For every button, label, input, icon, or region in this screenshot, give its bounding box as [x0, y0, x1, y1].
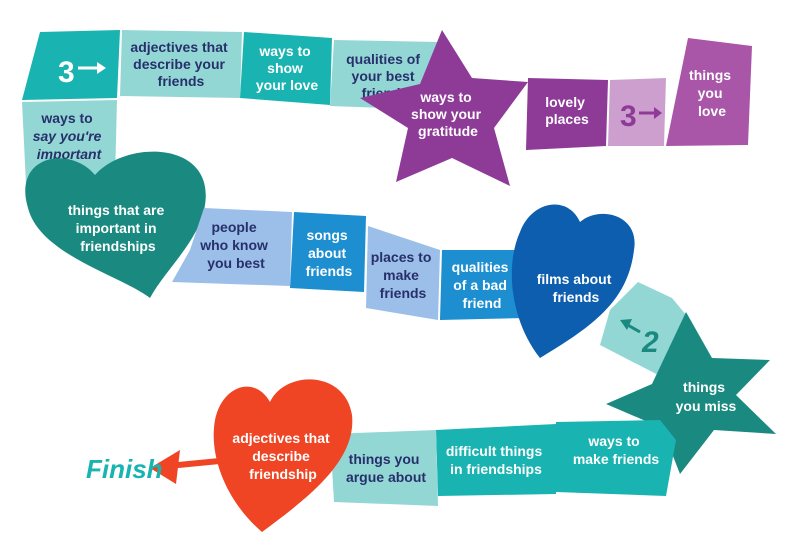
svg-text:3: 3 — [620, 100, 637, 133]
heart-adjectives-friendship[interactable]: adjectives that describe friendship — [213, 379, 353, 532]
heart-important-friendships[interactable]: things that are important in friendships — [25, 151, 206, 298]
square-places-make-friends[interactable]: places to make friends — [366, 226, 440, 320]
svg-text:ways to say you're: ways to say you're important — [33, 110, 106, 162]
square-things-argue[interactable]: things you argue about — [330, 430, 438, 506]
svg-text:ways to show your: ways to show your love — [256, 43, 318, 93]
svg-text:lovely places: lovely places — [545, 94, 589, 127]
svg-text:films about friends: films about friends — [537, 271, 616, 305]
svg-text:3: 3 — [58, 56, 75, 89]
arrow-right-icon — [78, 62, 106, 74]
star-things-miss[interactable]: things you miss — [606, 312, 776, 474]
finish-label: Finish — [86, 454, 163, 484]
svg-text:things you miss: things you miss — [676, 379, 737, 414]
square-lovely-places[interactable]: lovely places — [526, 78, 608, 150]
svg-text:things you love: things you love — [689, 67, 735, 119]
svg-text:places to make fri: places to make friends — [371, 249, 436, 301]
square-say-important[interactable]: ways to say you're important — [22, 100, 117, 184]
square-difficult-things[interactable]: difficult things in friendships — [436, 424, 556, 496]
finish-arrow-icon — [150, 450, 231, 484]
svg-text:adjectives that describe: adjectives that describe friendship — [232, 430, 333, 482]
square-start[interactable]: 3 — [22, 30, 120, 100]
heart-films-friends[interactable]: films about friends — [511, 204, 635, 358]
arrow-right-icon — [639, 107, 662, 119]
star-ways-show-gratitude[interactable]: ways to show your gratitude — [360, 30, 528, 186]
svg-text:people who know yo: people who know you best — [199, 219, 272, 271]
svg-text:things you argue about: things you argue about — [346, 451, 426, 485]
svg-text:adjectives that describe: adjectives that describe your friends — [130, 39, 231, 89]
square-ways-make-friends[interactable]: ways to make friends — [556, 420, 676, 496]
square-things-you-love[interactable]: things you love — [666, 38, 752, 146]
arrow-back-icon — [620, 319, 641, 334]
square-qualities-bad-friend[interactable]: qualities of a bad friend — [440, 250, 526, 320]
square-ways-show-love[interactable]: ways to show your love — [240, 32, 332, 105]
svg-text:ways to show your: ways to show your gratitude — [411, 89, 485, 139]
svg-text:difficult things in frie: difficult things in friendships — [446, 443, 546, 477]
svg-text:things that are importan: things that are important in friendships — [68, 202, 168, 254]
svg-text:songs about friend: songs about friends — [306, 227, 353, 279]
square-songs-friends[interactable]: songs about friends — [290, 212, 366, 292]
square-people-know-best[interactable]: people who know you best — [172, 208, 292, 286]
svg-text:ways to make friends: ways to make friends — [573, 433, 660, 467]
svg-text:2: 2 — [641, 326, 659, 359]
svg-text:qualities of a bad: qualities of a bad friend — [452, 259, 513, 311]
square-adjectives-friends[interactable]: adjectives that describe your friends — [120, 30, 242, 98]
square-bonus-3[interactable]: 3 — [608, 78, 666, 146]
